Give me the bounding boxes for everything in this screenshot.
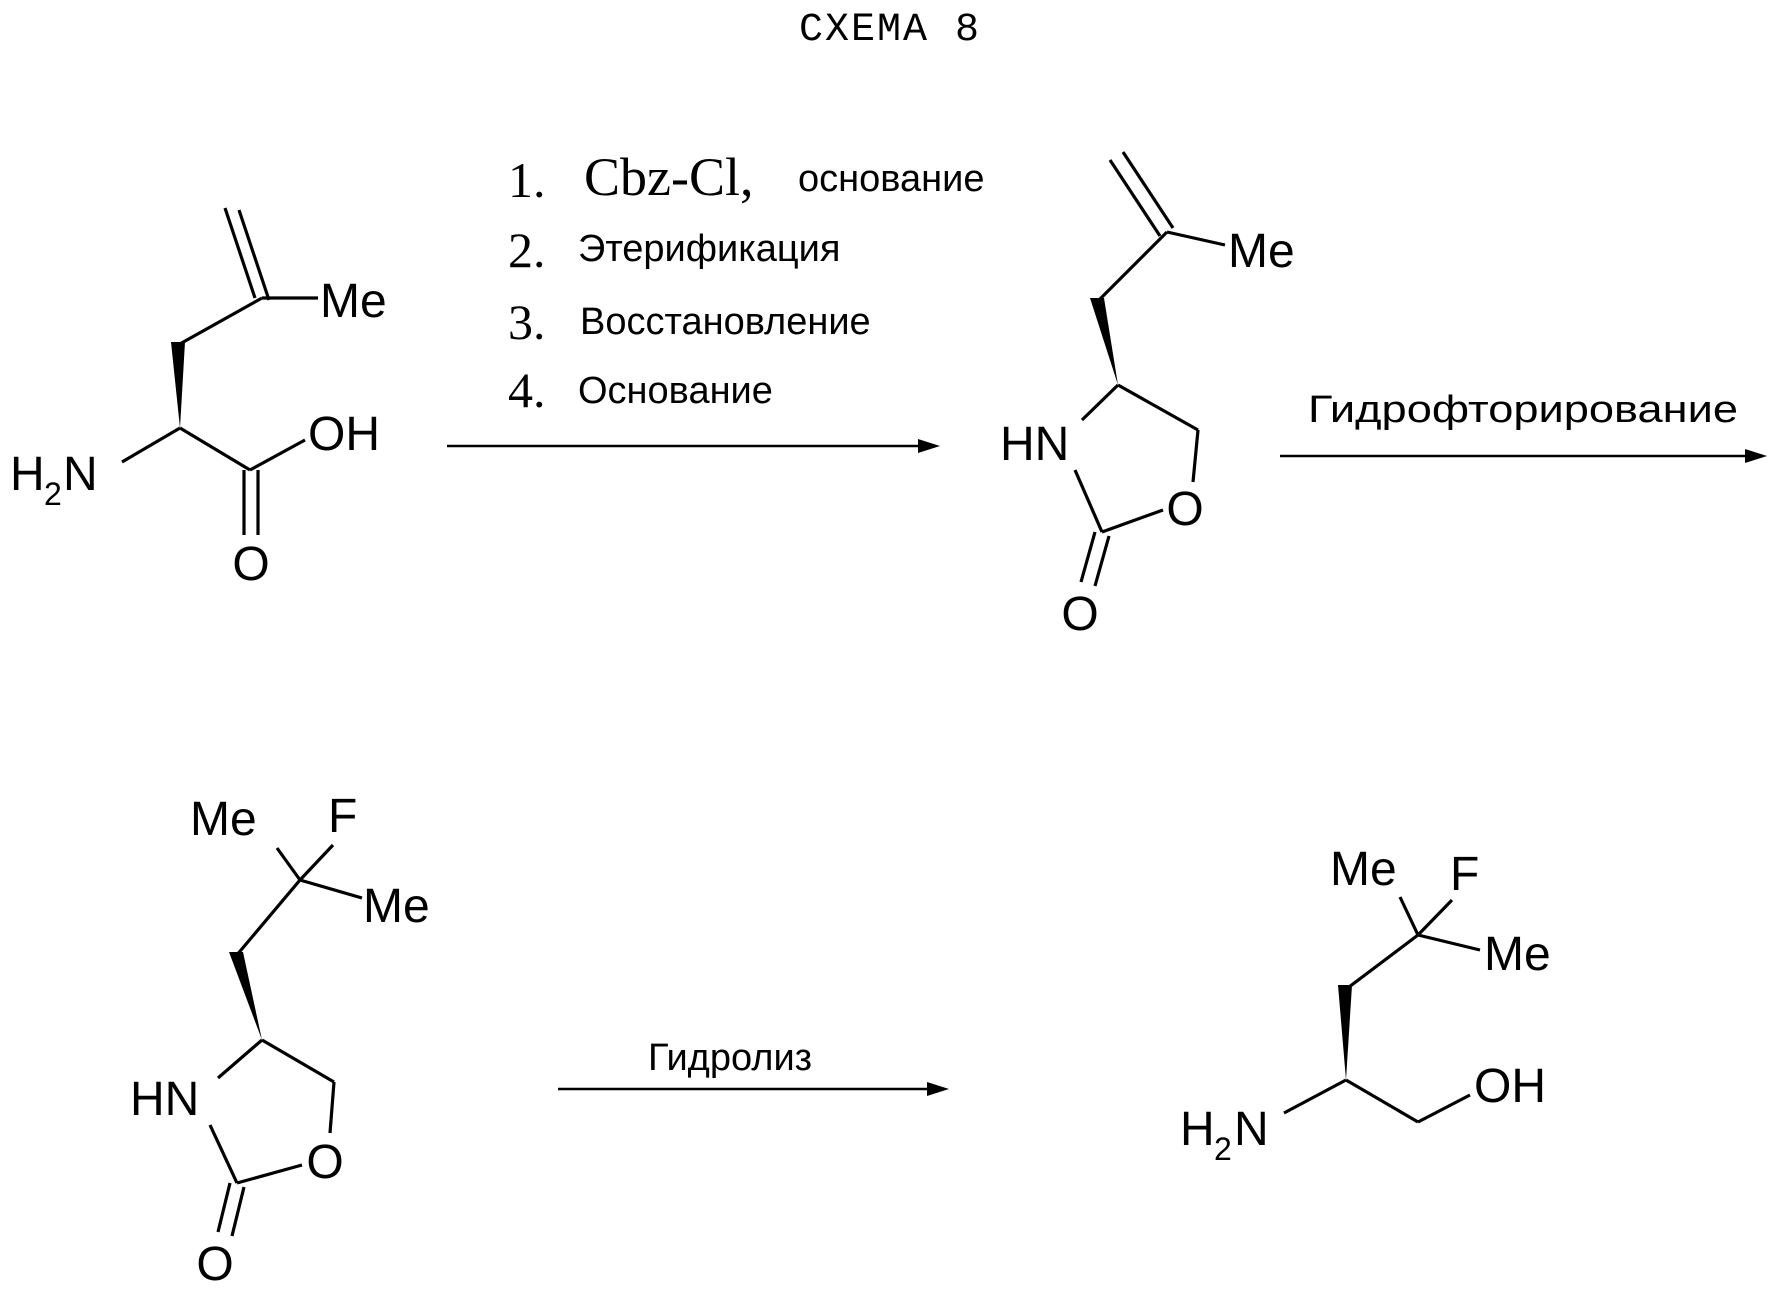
bond xyxy=(239,210,269,300)
bond xyxy=(178,298,262,345)
step3-arrow xyxy=(558,1082,949,1096)
step3-label: Гидролиз xyxy=(648,1037,812,1079)
arrow-head xyxy=(1745,449,1767,463)
arrow-head xyxy=(918,439,940,453)
wedge-bond xyxy=(229,952,262,1040)
bond xyxy=(236,880,300,956)
bond xyxy=(1345,935,1418,990)
step2-arrow xyxy=(1280,449,1767,463)
atom-h: H xyxy=(1180,1103,1215,1156)
atom-oh: OH xyxy=(308,408,380,461)
step1-conditions: 1. Cbz-Cl, основание 2. Этерификация 3. … xyxy=(508,147,985,418)
bond xyxy=(210,1125,237,1183)
atom-o: O xyxy=(1061,588,1098,641)
atom-f: F xyxy=(328,790,357,843)
molecule-starting-amino-acid: Me H 2 N OH O xyxy=(10,208,387,591)
bond xyxy=(122,428,180,462)
atom-n: N xyxy=(63,448,98,501)
atom-me: Me xyxy=(363,880,430,933)
bond xyxy=(1418,900,1452,935)
atom-o: O xyxy=(306,1136,343,1189)
bond xyxy=(1102,510,1163,532)
bond xyxy=(1082,385,1118,420)
step1-text-4: Основание xyxy=(578,370,773,412)
atom-n: N xyxy=(1234,1103,1269,1156)
bond xyxy=(1400,897,1418,935)
wedge-bond xyxy=(171,342,185,428)
bond xyxy=(218,1183,230,1232)
step1-text-1: основание xyxy=(798,158,985,200)
bond xyxy=(1075,470,1102,532)
molecule-fluorinated-amino-alcohol: Me F Me H 2 N OH xyxy=(1180,843,1551,1167)
bond xyxy=(225,208,255,298)
scheme-title: СХЕМА 8 xyxy=(799,8,981,53)
bond xyxy=(300,845,333,880)
bond xyxy=(1346,1080,1418,1122)
bond xyxy=(1418,1095,1470,1122)
bond xyxy=(277,848,300,880)
step1-text-3: Восстановление xyxy=(580,301,871,343)
step1-num-2: 2. xyxy=(508,222,546,278)
wedge-bond xyxy=(1338,985,1352,1080)
atom-subscript: 2 xyxy=(1214,1131,1232,1167)
bond xyxy=(1118,385,1198,430)
bond xyxy=(1418,935,1480,950)
step1-arrow xyxy=(447,439,940,453)
bond xyxy=(262,1040,334,1082)
atom-o: O xyxy=(196,1238,233,1290)
atom-o: O xyxy=(1166,483,1203,536)
atom-subscript: 2 xyxy=(44,476,62,512)
molecule-fluorinated-oxazolidinone: Me F Me HN O O xyxy=(130,790,430,1290)
bond xyxy=(1081,532,1095,582)
atom-me: Me xyxy=(1330,843,1397,896)
atom-f: F xyxy=(1450,848,1479,901)
atom-hn: HN xyxy=(130,1073,199,1126)
atom-oh: OH xyxy=(1474,1060,1546,1113)
bond xyxy=(237,1165,302,1183)
step1-text-2: Этерификация xyxy=(578,228,840,270)
wedge-bond xyxy=(1090,298,1118,385)
atom-me: Me xyxy=(320,275,387,328)
bond xyxy=(1095,536,1109,586)
atom-o: O xyxy=(232,538,269,591)
bond xyxy=(250,440,305,470)
step1-reagent-1: Cbz-Cl, xyxy=(584,147,754,207)
atom-me: Me xyxy=(190,793,257,846)
atom-me: Me xyxy=(1484,928,1551,981)
bond xyxy=(1167,232,1225,245)
bond xyxy=(1284,1080,1346,1113)
arrow-head xyxy=(927,1082,949,1096)
bond xyxy=(1097,232,1167,302)
atom-hn: HN xyxy=(1000,418,1069,471)
bond xyxy=(232,1187,244,1236)
atom-me: Me xyxy=(1228,225,1295,278)
bond xyxy=(300,880,362,898)
bond xyxy=(330,1082,334,1133)
molecule-oxazolidinone-alkene: Me HN O O xyxy=(1000,152,1295,641)
atom-h: H xyxy=(10,448,45,501)
step1-num-1: 1. xyxy=(508,152,546,208)
step1-num-4: 4. xyxy=(508,362,546,418)
bond xyxy=(1193,430,1198,482)
step2-label: Гидрофторирование xyxy=(1308,389,1738,431)
bond xyxy=(218,1040,262,1078)
bond xyxy=(180,428,250,470)
step1-num-3: 3. xyxy=(508,294,546,350)
